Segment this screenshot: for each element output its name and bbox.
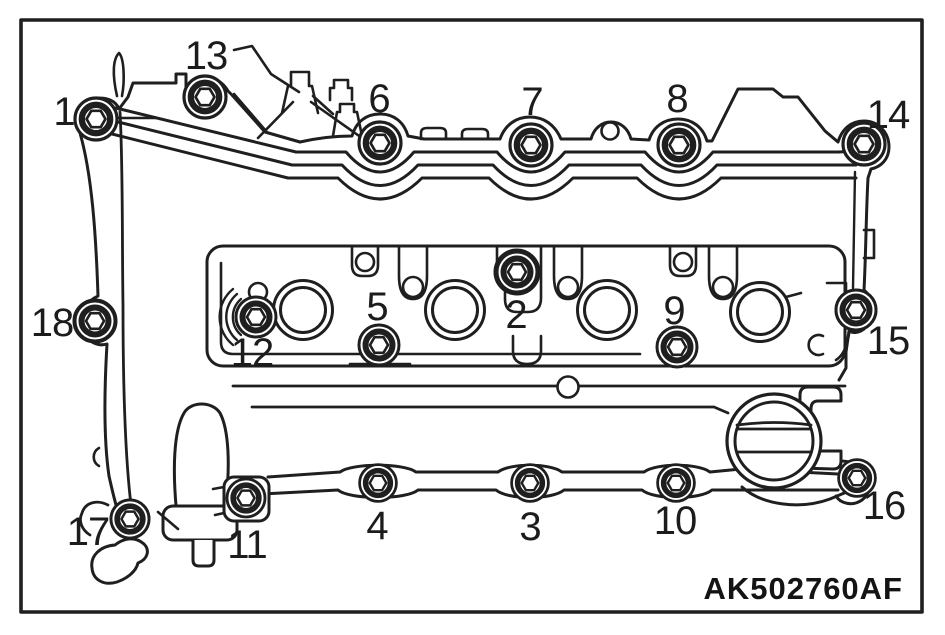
bolt-label-18: 18: [30, 301, 74, 345]
bolt-label-6: 6: [368, 77, 390, 121]
bolt-label-17: 17: [66, 510, 110, 554]
cover-outline-layer: [76, 51, 891, 517]
figure-code: AK502760AF: [703, 571, 903, 606]
bolt-label-14: 14: [866, 93, 910, 137]
bolt-label-3: 3: [519, 505, 541, 549]
bolt-label-4: 4: [366, 504, 388, 548]
bolt-1: [73, 96, 119, 142]
bolt-6: [357, 120, 403, 166]
bolt-label-7: 7: [521, 80, 543, 124]
oil-cap-layer: [725, 385, 871, 506]
bolt-layer: [73, 74, 887, 540]
leader-lines: [111, 44, 335, 120]
bolt-18: [73, 299, 117, 343]
bolt-label-12: 12: [230, 331, 274, 375]
bolt-11: [225, 477, 267, 519]
bolt-label-11: 11: [227, 523, 268, 567]
bolt-label-1: 1: [53, 90, 75, 134]
bolt-label-2: 2: [505, 293, 527, 337]
bolt-12: [234, 295, 278, 339]
bolt-14: [841, 121, 887, 167]
bolt-label-5: 5: [366, 285, 388, 329]
bolt-15: [834, 288, 878, 332]
bolt-7: [508, 122, 554, 168]
bolt-17: [109, 498, 151, 540]
bolt-13: [182, 74, 228, 120]
bolt-label-16: 16: [862, 484, 906, 528]
bottom-left-layer: [79, 402, 271, 585]
bolt-4: [358, 463, 398, 503]
bolt-16: [837, 458, 877, 498]
bolt-5: [357, 323, 401, 367]
bolt-9: [655, 325, 699, 369]
bolt-label-15: 15: [866, 319, 910, 363]
bolt-label-8: 8: [666, 77, 688, 121]
bolt-3: [510, 463, 550, 503]
bolt-label-10: 10: [653, 499, 697, 543]
figure-border: [19, 18, 924, 614]
bolt-label-13: 13: [184, 34, 228, 78]
spark-plug-holes: [272, 279, 791, 343]
bolt-8: [656, 122, 702, 168]
bolt-label-9: 9: [663, 289, 685, 333]
bolt-2: [495, 250, 539, 294]
bolt-10: [656, 463, 696, 503]
rail-tab-hole: [600, 121, 620, 141]
